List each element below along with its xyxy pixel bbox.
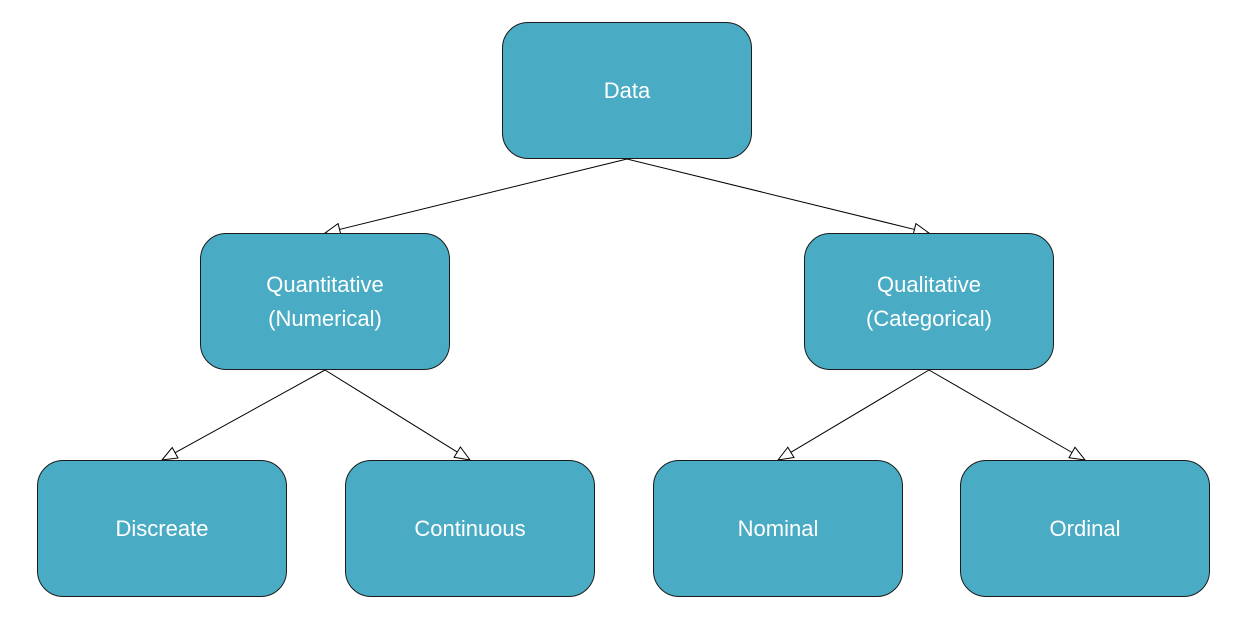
connector-quantitative-to-continuous [324, 369, 458, 453]
node-nominal: Nominal [653, 460, 903, 597]
arrowhead-nominal [776, 446, 795, 461]
connector-root-to-qualitative [626, 158, 915, 230]
node-quantitative: Quantitative (Numerical) [200, 233, 450, 370]
arrowhead-discrete [160, 446, 179, 461]
connector-qualitative-to-ordinal [928, 369, 1073, 453]
arrowhead-continuous [453, 446, 472, 461]
connector-root-to-quantitative [339, 158, 628, 230]
connector-quantitative-to-discrete [174, 369, 326, 454]
node-qualitative: Qualitative (Categorical) [804, 233, 1054, 370]
arrowhead-ordinal [1068, 446, 1087, 461]
node-discrete: Discreate [37, 460, 287, 597]
node-continuous: Continuous [345, 460, 595, 597]
connector-qualitative-to-nominal [790, 369, 930, 453]
node-ordinal: Ordinal [960, 460, 1210, 597]
node-data: Data [502, 22, 752, 159]
